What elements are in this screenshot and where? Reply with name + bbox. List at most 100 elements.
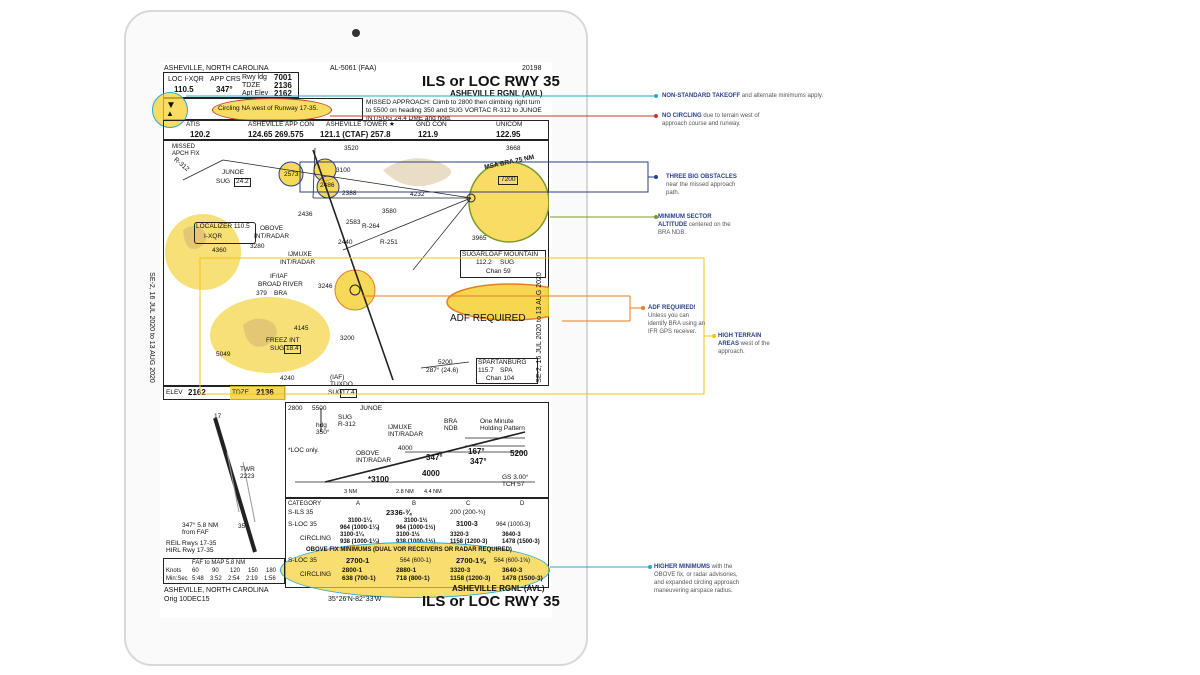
camera-icon	[352, 29, 360, 37]
apt-elev-label: Apt Elev	[242, 90, 269, 97]
obstacle-label: 5049	[216, 351, 231, 358]
footer-coords: 35°26'N-82°33'W	[328, 596, 382, 603]
briefing-strip	[163, 72, 299, 98]
nonstandard-takeoff-icon: ▼	[166, 100, 176, 111]
missed-approach-text: MISSED APPROACH: Climb to 2800 then clim…	[366, 99, 542, 122]
obove-cell: 2700-1	[346, 556, 370, 565]
annotation-text: and alternate minimums apply.	[740, 93, 824, 99]
minsec-value: 2:19	[246, 576, 258, 582]
obove-row-label: S-LOC 35	[288, 557, 317, 564]
obstacle-label: 2436	[298, 211, 313, 218]
broad-river-label: BROAD RIVER	[258, 281, 303, 288]
obstacle-label: 4360	[212, 247, 227, 254]
knots-value: 60	[192, 568, 199, 574]
profile-loc-only: *LOC only.	[288, 447, 319, 454]
annotation-adf-required: ADF REQUIRED! Unless you can identify BR…	[648, 304, 708, 336]
footer-airport: ASHEVILLE RGNL (AVL)	[452, 584, 545, 593]
obove-row-label: CIRCLING	[300, 571, 332, 578]
tuxdo-label: (IAF) TUXDO	[330, 374, 353, 388]
annotation-key: HIGHER MINIMUMS	[654, 564, 710, 570]
tuxdo-dme: 17.4	[340, 389, 357, 398]
obove-cell: 2880-1 718 (800-1)	[396, 567, 430, 582]
junoe-dme: 24.2	[234, 178, 251, 187]
profile-nm-3: 3 NM	[344, 489, 358, 495]
annotation-key: ADF REQUIRED!	[648, 305, 696, 311]
minsec-value: 3:52	[210, 576, 222, 582]
annotation-three-obstacles: THREE BIG OBSTACLES near the missed appr…	[666, 173, 746, 197]
min-cell: 964 (1000-3)	[496, 522, 531, 528]
freq-gnd-value: 121.9	[418, 130, 439, 139]
freq-tower-name: ASHEVILLE TOWER ★	[326, 121, 395, 128]
freez-dme: 18.4	[284, 345, 301, 354]
profile-alt-4000b: 4000	[422, 469, 440, 478]
obstacle-label: 3200	[340, 335, 355, 342]
missed-apch-fix-label: MISSED APCH FIX	[172, 144, 200, 157]
annotation-higher-minimums: HIGHER MINIMUMS with the OBOVE fix, or r…	[654, 563, 740, 595]
footer-orig: Orig 10DEC15	[164, 596, 210, 603]
app-crs: 347°	[216, 85, 233, 94]
obove-cell: 564 (600-1)	[400, 558, 432, 564]
annotation-key: NO CIRCLING	[662, 113, 702, 119]
obstacle-label: 3280	[250, 243, 265, 250]
annotation-key: HIGH TERRAIN AREAS	[718, 333, 762, 347]
obstacle-label: 3520	[344, 145, 359, 152]
alt-5200: 5200	[438, 359, 453, 366]
crs-5200: 287° (24.6)	[426, 367, 459, 374]
annotation-text: Unless you can identify BRA using an IFR…	[648, 313, 706, 335]
airport-name: ASHEVILLE RGNL (AVL)	[450, 89, 543, 98]
nonstandard-alternate-icon: ▲	[166, 109, 174, 118]
loc-frequency: 110.5	[174, 85, 194, 94]
obstacle-label: 2486	[320, 182, 335, 189]
profile-sug: SUG R-312	[338, 414, 356, 428]
min-row-label: S-LOC 35	[288, 521, 317, 528]
obove-sub: INT/RADAR	[254, 233, 290, 240]
circling-note: Circling NA west of Runway 17-35.	[218, 105, 319, 112]
annotation-key: NON-STANDARD TAKEOFF	[662, 93, 741, 99]
ijmuxe-label: IJMUXE	[288, 251, 312, 258]
profile-crs-347b: 347°	[470, 457, 487, 466]
min-cell: 3100-1¼ 964 (1000-1¼)	[340, 518, 380, 531]
obstacle-label: 3668	[506, 145, 521, 152]
callout-dot	[648, 565, 652, 569]
min-cell: 3100-1¼ 938 (1000-1¼)	[340, 532, 380, 545]
knots-value: 90	[212, 568, 219, 574]
profile-nm-28: 2.8 NM	[396, 489, 414, 495]
loc-label: LOC I-XQR	[168, 76, 204, 83]
min-row-label: CIRCLING	[300, 535, 332, 542]
min-cell: 200 (200-¾)	[450, 509, 486, 516]
spartanburg-label: SPARTANBURG	[478, 359, 527, 366]
tdze-box-value: 2136	[256, 388, 274, 397]
amendment-number: 20198	[522, 65, 542, 72]
profile-alt-5500: 5500	[312, 405, 327, 412]
min-cell: 3100-3	[456, 521, 478, 528]
chart-title: ILS or LOC RWY 35	[422, 73, 560, 90]
adf-required-label: ADF REQUIRED	[450, 313, 526, 324]
annotation-key: THREE BIG OBSTACLES	[666, 174, 737, 180]
obove-label: OBOVE	[260, 225, 284, 232]
spa-id: SPA	[500, 367, 513, 374]
footer-location: ASHEVILLE, NORTH CAROLINA	[164, 587, 269, 594]
radial-r264: R-264	[362, 223, 380, 230]
profile-graphics	[295, 408, 535, 483]
tdze-highlight	[230, 386, 286, 400]
frequency-row	[163, 120, 549, 140]
profile-nm-44: 4.4 NM	[424, 489, 442, 495]
elev-label: ELEV	[166, 389, 183, 396]
freq-app-value: 124.65 269.575	[248, 130, 304, 139]
radial-r251: R-251	[380, 239, 398, 246]
footer-title: ILS or LOC RWY 35	[422, 593, 560, 610]
min-header-a: A	[356, 501, 361, 507]
knots-value: 120	[230, 568, 241, 574]
faf-note: 347° 5.8 NM from FAF	[182, 522, 219, 536]
min-cell: 3100-1½ 964 (1000-1½)	[396, 518, 436, 531]
knots-value: 180	[266, 568, 277, 574]
annotation-text: west of the approach.	[718, 341, 770, 355]
profile-view	[285, 402, 549, 498]
annotation-text: near the missed approach path.	[666, 182, 736, 196]
min-header-category: CATEGORY	[288, 501, 322, 507]
obstacle-label: 4240	[280, 375, 295, 382]
annotation-msa: MINIMUM SECTOR ALTITUDE centered on the …	[658, 213, 734, 237]
lighting-note: REIL Rwys 17-35 HIRL Rwy 17-35	[166, 540, 217, 554]
junoe-sug: SUG	[216, 178, 231, 185]
profile-junoe: JUNOE	[360, 405, 383, 412]
